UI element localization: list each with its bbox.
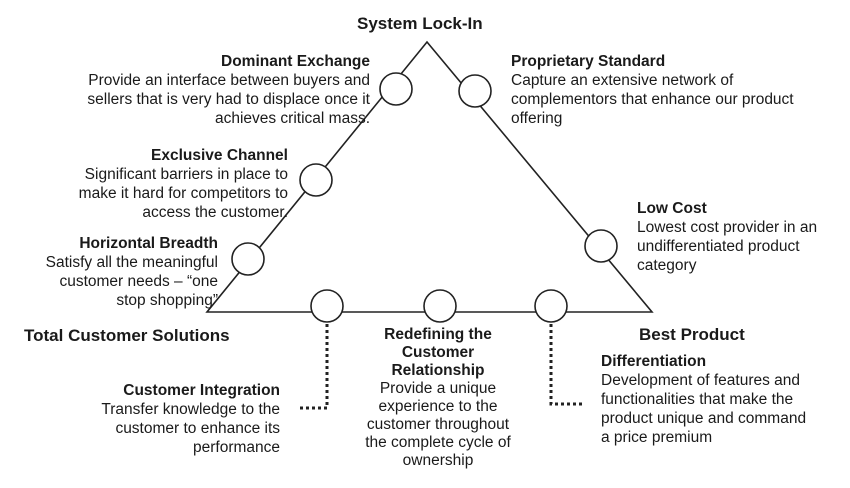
label-proprietary-standard: Proprietary Standard Capture an extensiv… [511, 52, 841, 128]
desc-line: Significant barriers in place to [84, 166, 288, 183]
desc-line: complementors that enhance our product [511, 91, 794, 108]
desc-line: offering [511, 110, 563, 127]
title-dominant-exchange: Dominant Exchange [221, 53, 370, 70]
desc-line: ownership [402, 452, 474, 469]
desc-line: access the customer. [142, 204, 288, 221]
desc-line: Development of features and [601, 372, 801, 389]
label-redefining-relationship: Redefining the Customer Relationship Pro… [348, 326, 528, 470]
title-customer-integration: Customer Integration [123, 382, 280, 399]
desc-line: customer throughout [366, 416, 510, 433]
desc-line: Capture an extensive network of [511, 72, 734, 89]
desc-line: stop shopping” [116, 292, 218, 309]
desc-line: functionalities that make the [601, 391, 794, 408]
node-horizontal-breadth [231, 242, 265, 276]
label-customer-integration: Customer Integration Transfer knowledge … [30, 381, 280, 457]
desc-line: experience to the [378, 398, 498, 415]
title-low-cost: Low Cost [637, 200, 707, 217]
dotted-connector-differentiation [549, 324, 583, 406]
node-redefining-relationship [423, 289, 457, 323]
desc-line: Satisfy all the meaningful [45, 254, 218, 271]
desc-line: customer to enhance its [115, 420, 280, 437]
corner-system-lock-in: System Lock-In [357, 14, 483, 33]
desc-line: Provide an interface between buyers and [88, 72, 370, 89]
desc-line: the complete cycle of [365, 434, 511, 451]
desc-line: undifferentiated product [637, 238, 800, 255]
desc-line: performance [192, 439, 280, 456]
node-dominant-exchange [379, 72, 413, 106]
node-exclusive-channel [299, 163, 333, 197]
desc-line: Transfer knowledge to the [101, 401, 280, 418]
title-differentiation: Differentiation [601, 353, 707, 370]
desc-line: product unique and command [601, 410, 807, 427]
corner-total-customer-solutions: Total Customer Solutions [24, 326, 230, 345]
desc-line: achieves critical mass. [214, 110, 370, 127]
node-customer-integration [310, 289, 344, 323]
title-redefining-line: Redefining the [384, 326, 492, 343]
desc-line: a price premium [601, 429, 713, 446]
node-differentiation [534, 289, 568, 323]
title-redefining-line: Relationship [391, 362, 485, 379]
label-exclusive-channel: Exclusive Channel Significant barriers i… [40, 146, 288, 222]
desc-line: make it hard for competitors to [78, 185, 288, 202]
title-proprietary-standard: Proprietary Standard [511, 53, 666, 70]
title-exclusive-channel: Exclusive Channel [151, 147, 288, 164]
node-low-cost [584, 229, 618, 263]
label-differentiation: Differentiation Development of features … [601, 352, 846, 447]
dotted-connector-customer-integration [298, 324, 329, 410]
desc-line: category [637, 257, 697, 274]
label-horizontal-breadth: Horizontal Breadth Satisfy all the meani… [10, 234, 218, 310]
desc-line: sellers that is very had to displace onc… [87, 91, 370, 108]
desc-line: Provide a unique [379, 380, 497, 397]
node-proprietary-standard [458, 74, 492, 108]
title-horizontal-breadth: Horizontal Breadth [79, 235, 218, 252]
desc-line: customer needs – “one [59, 273, 218, 290]
title-redefining-line: Customer [401, 344, 475, 361]
label-dominant-exchange: Dominant Exchange Provide an interface b… [20, 52, 370, 128]
desc-line: Lowest cost provider in an [637, 219, 818, 236]
corner-best-product: Best Product [639, 325, 745, 344]
label-low-cost: Low Cost Lowest cost provider in an undi… [637, 199, 847, 275]
